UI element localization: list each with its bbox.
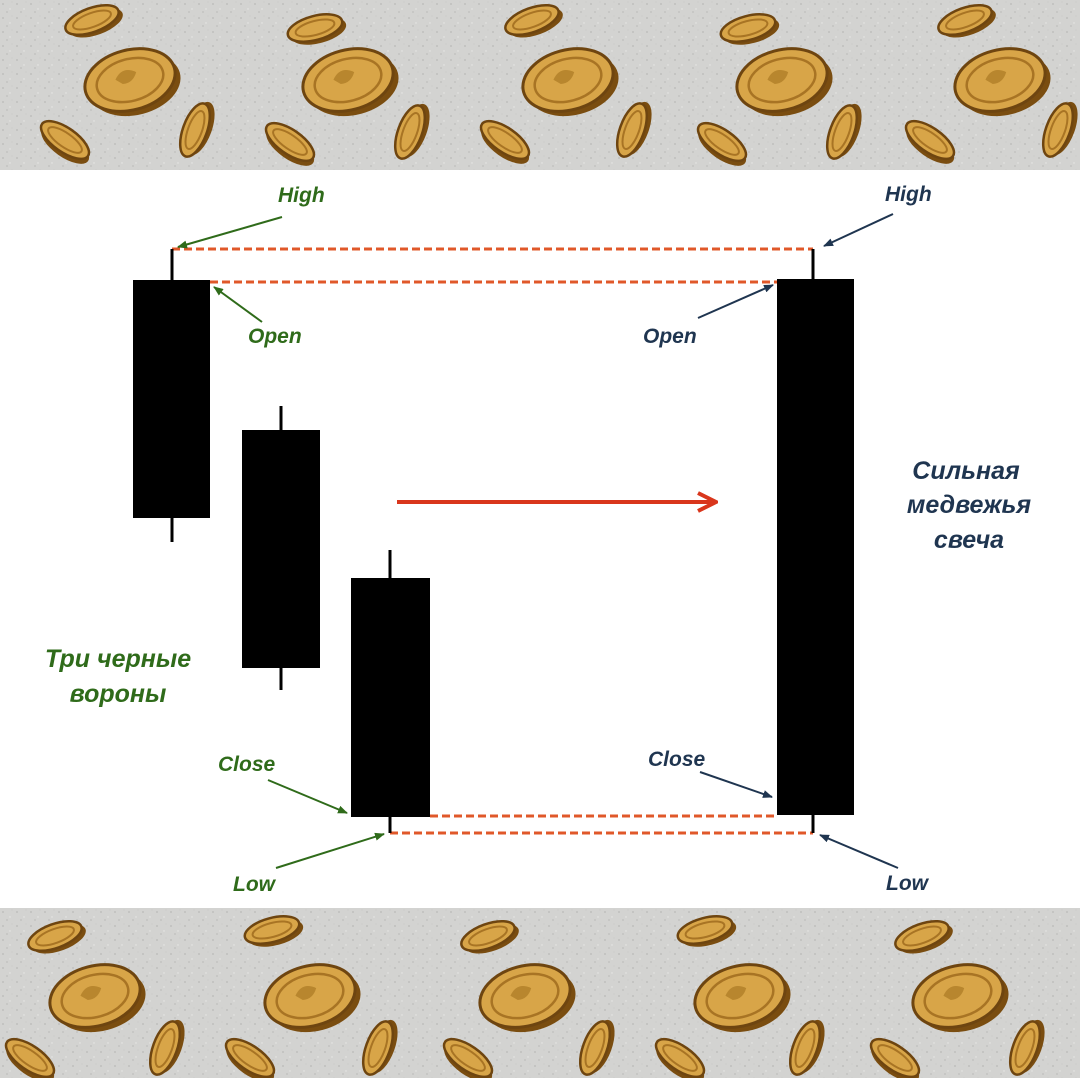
left-high-pointer: [177, 216, 283, 249]
left-high-label: High: [278, 184, 325, 207]
strong-bearish-caption-line1: Сильная: [912, 457, 1020, 485]
black-crow-candle-1: [133, 249, 210, 542]
left-open-label: Open: [248, 325, 302, 348]
bottom-coin-banner: [0, 908, 1080, 1078]
right-open-pointer: [697, 284, 774, 319]
strong-bearish-candle: [777, 249, 854, 833]
strong-bearish-caption-line3: свеча: [934, 526, 1004, 554]
left-low-pointer: [275, 832, 385, 869]
three-black-crows-caption-line1: Три черные: [45, 645, 191, 673]
right-low-pointer: [819, 834, 899, 869]
right-open-label: Open: [643, 325, 697, 348]
black-crow-candle-3: [351, 550, 430, 833]
right-high-pointer: [823, 213, 894, 247]
top-coin-banner: [0, 0, 1080, 170]
black-crow-candle-2: [242, 406, 320, 690]
left-open-pointer: [213, 286, 263, 323]
candlestick-diagram: High Open Close Low High Open Close Low …: [0, 170, 1080, 908]
right-close-label: Close: [648, 748, 706, 771]
top-coin-banner-art: [0, 0, 1080, 170]
right-close-pointer: [699, 771, 773, 798]
right-high-label: High: [885, 183, 932, 206]
left-close-label: Close: [218, 753, 276, 776]
bottom-coin-banner-art: [0, 908, 1080, 1078]
right-low-label: Low: [886, 872, 930, 895]
left-low-label: Low: [233, 873, 277, 896]
strong-bearish-caption-line2: медвежья: [907, 491, 1031, 519]
candlestick-diagram-art: High Open Close Low High Open Close Low …: [0, 170, 1080, 908]
three-black-crows-caption-line2: вороны: [70, 680, 167, 708]
left-close-pointer: [267, 779, 348, 814]
